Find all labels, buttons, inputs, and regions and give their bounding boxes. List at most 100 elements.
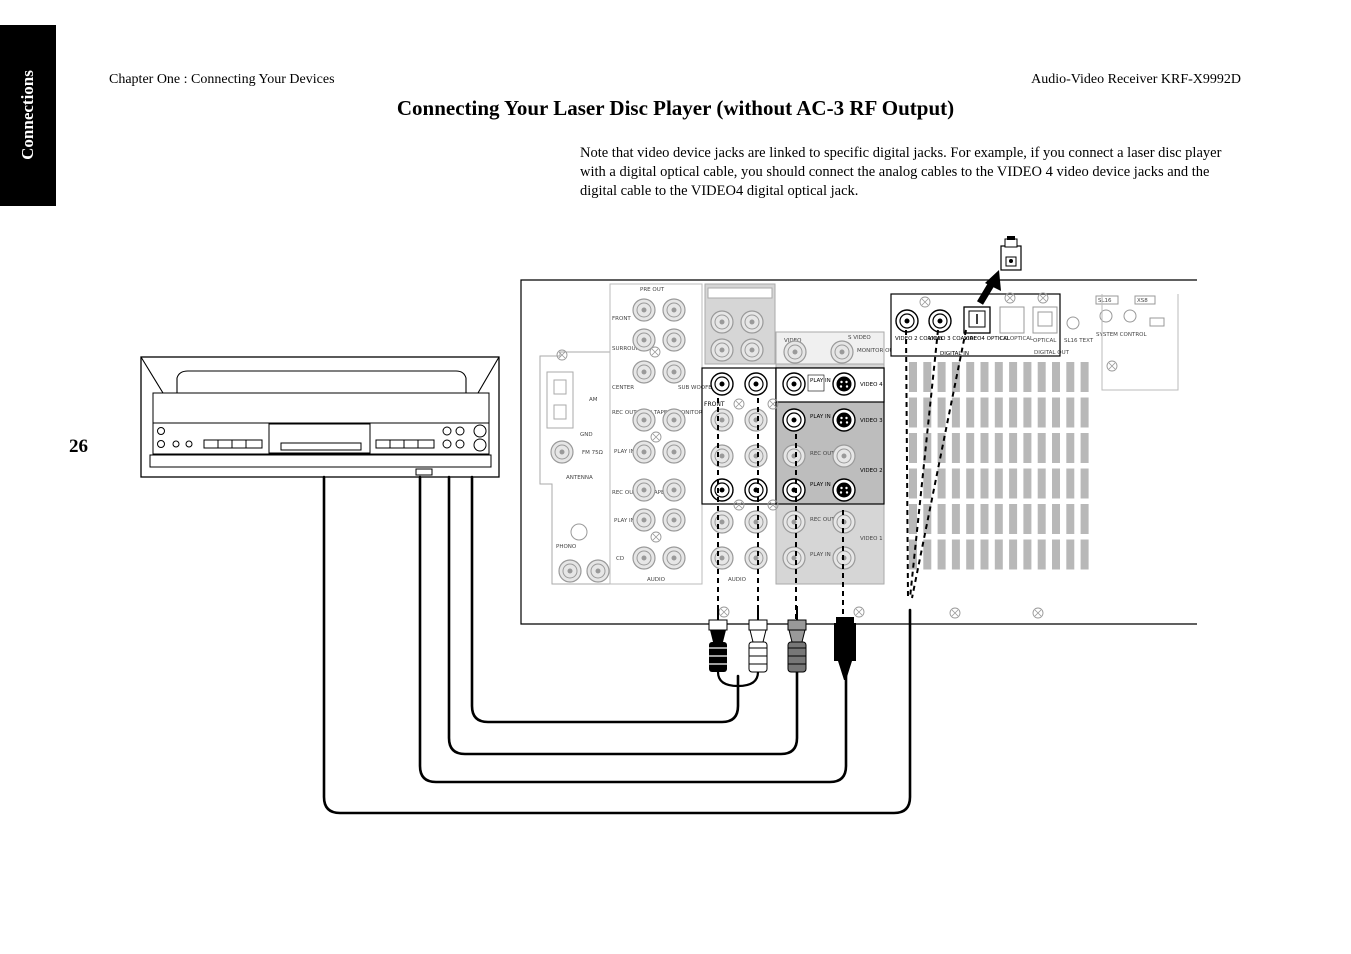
rec-out-v2-label: REC OUT (810, 451, 835, 457)
vent-slot (980, 362, 989, 392)
system-control-label: SYSTEM CONTROL (1096, 332, 1147, 338)
vent-slot (909, 397, 917, 428)
s-video-plug (834, 617, 856, 680)
vent-slot (994, 397, 1003, 428)
vent-slot (994, 362, 1003, 392)
vent-slot (937, 397, 946, 428)
optical-out-label: OPTICAL (1033, 338, 1057, 344)
vent-slot (951, 504, 960, 534)
vent-slot (1066, 539, 1075, 570)
surround-label: SURROUND (612, 346, 644, 352)
vent-slot (1037, 397, 1046, 428)
insertion-arrow (976, 281, 996, 305)
vent-slot (1023, 504, 1032, 534)
vent-slot (909, 539, 917, 570)
vent-slot (923, 362, 932, 392)
cd-optical-label: CD OPTICAL (1000, 336, 1034, 342)
video1-label: VIDEO 1 (860, 536, 883, 542)
vent-slot (966, 433, 975, 463)
vent-slot (1009, 433, 1018, 463)
vent-slot (909, 468, 917, 499)
play-in-label-2: PLAY IN (614, 518, 635, 524)
vent-slot (1037, 468, 1046, 499)
vent-slot (1052, 539, 1060, 570)
video2-coaxial-label: VIDEO 2 COAXIAL (895, 336, 944, 342)
vent-slot (1023, 397, 1032, 428)
vent-slot (1066, 397, 1075, 428)
play-in-label-1: PLAY IN (614, 449, 635, 455)
vent-slot (923, 539, 932, 570)
rec-out-v1-label: REC OUT (810, 517, 835, 523)
vent-slot (966, 468, 975, 499)
video3-label: VIDEO 3 (860, 418, 883, 424)
vent-slot (1037, 433, 1046, 463)
monitor-out-label: MONITOR OUT (857, 348, 897, 354)
pre-out-label: PRE OUT (640, 287, 665, 293)
vent-slot (1052, 362, 1060, 392)
am-label: AM (589, 397, 598, 403)
play-in-v2-label: PLAY IN (810, 482, 831, 488)
vent-slot (909, 362, 917, 392)
vent-slot (937, 468, 946, 499)
play-in-v1-label: PLAY IN (810, 552, 831, 558)
vent-slot (937, 504, 946, 534)
vent-slot (1080, 397, 1089, 428)
note-paragraph: Note that video device jacks are linked … (580, 145, 1222, 199)
antenna-label: ANTENNA (566, 475, 593, 481)
front-label: FRONT (612, 316, 631, 322)
vent-slot (1009, 539, 1018, 570)
vent-slot (1009, 504, 1018, 534)
vent-slot (994, 468, 1003, 499)
vent-slot (909, 504, 917, 534)
audio-right-plug (748, 606, 768, 673)
cd-label: CD (616, 556, 624, 562)
sl16-text-label: SL16 TEXT (1064, 338, 1094, 344)
audio-label-2: AUDIO (728, 577, 747, 583)
vent-slot (1023, 468, 1032, 499)
vent-slot (994, 433, 1003, 463)
vent-slot (1066, 504, 1075, 534)
center-label: CENTER (612, 385, 634, 391)
vent-slot (951, 468, 960, 499)
gnd-label: GND (580, 432, 593, 438)
vent-slot (1052, 433, 1060, 463)
vent-slot (1066, 433, 1075, 463)
vent-slot (1023, 539, 1032, 570)
play-in-v4-label: PLAY IN (810, 378, 831, 384)
digital-out-label: DIGITAL OUT (1034, 350, 1070, 356)
vent-slot (923, 397, 932, 428)
vent-slot (1023, 362, 1032, 392)
vent-slot (966, 539, 975, 570)
optical-plug-icon (1000, 236, 1022, 271)
vent-slot (1080, 539, 1089, 570)
section-tab: Connections (0, 25, 56, 206)
video-plug (787, 606, 807, 673)
vent-slot (937, 539, 946, 570)
xs8-label: XS8 (1137, 298, 1148, 304)
vent-slot (1080, 362, 1089, 392)
vent-slot (994, 504, 1003, 534)
vent-slot (966, 397, 975, 428)
vent-slot (980, 539, 989, 570)
video3-coaxial-label: VIDEO 3 COAXIAL (928, 336, 977, 342)
cooling-vents (909, 362, 1089, 570)
vent-slot (1052, 397, 1060, 428)
vent-slot (951, 433, 960, 463)
digital-in-label: DIGITAL IN (940, 351, 969, 357)
vent-slot (1080, 433, 1089, 463)
vent-slot (937, 362, 946, 392)
sub-woofer-label: SUB WOOFER (678, 385, 716, 391)
vent-slot (980, 468, 989, 499)
video4-optical-label: VIDEO4 OPTICAL (964, 336, 1011, 342)
vent-slot (909, 433, 917, 463)
vent-slot (966, 504, 975, 534)
vent-slot (980, 504, 989, 534)
vent-slot (923, 468, 932, 499)
receiver-rear-panel: AM GND FM 75Ω ANTENNA PHONO PRE OUT FRON… (520, 279, 1197, 625)
audio-left-plug (708, 606, 728, 672)
model-header: Audio-Video Receiver KRF-X9992D (1031, 72, 1241, 87)
s-video-label: S VIDEO (848, 335, 871, 341)
laser-disc-player (140, 356, 500, 478)
vent-slot (980, 397, 989, 428)
